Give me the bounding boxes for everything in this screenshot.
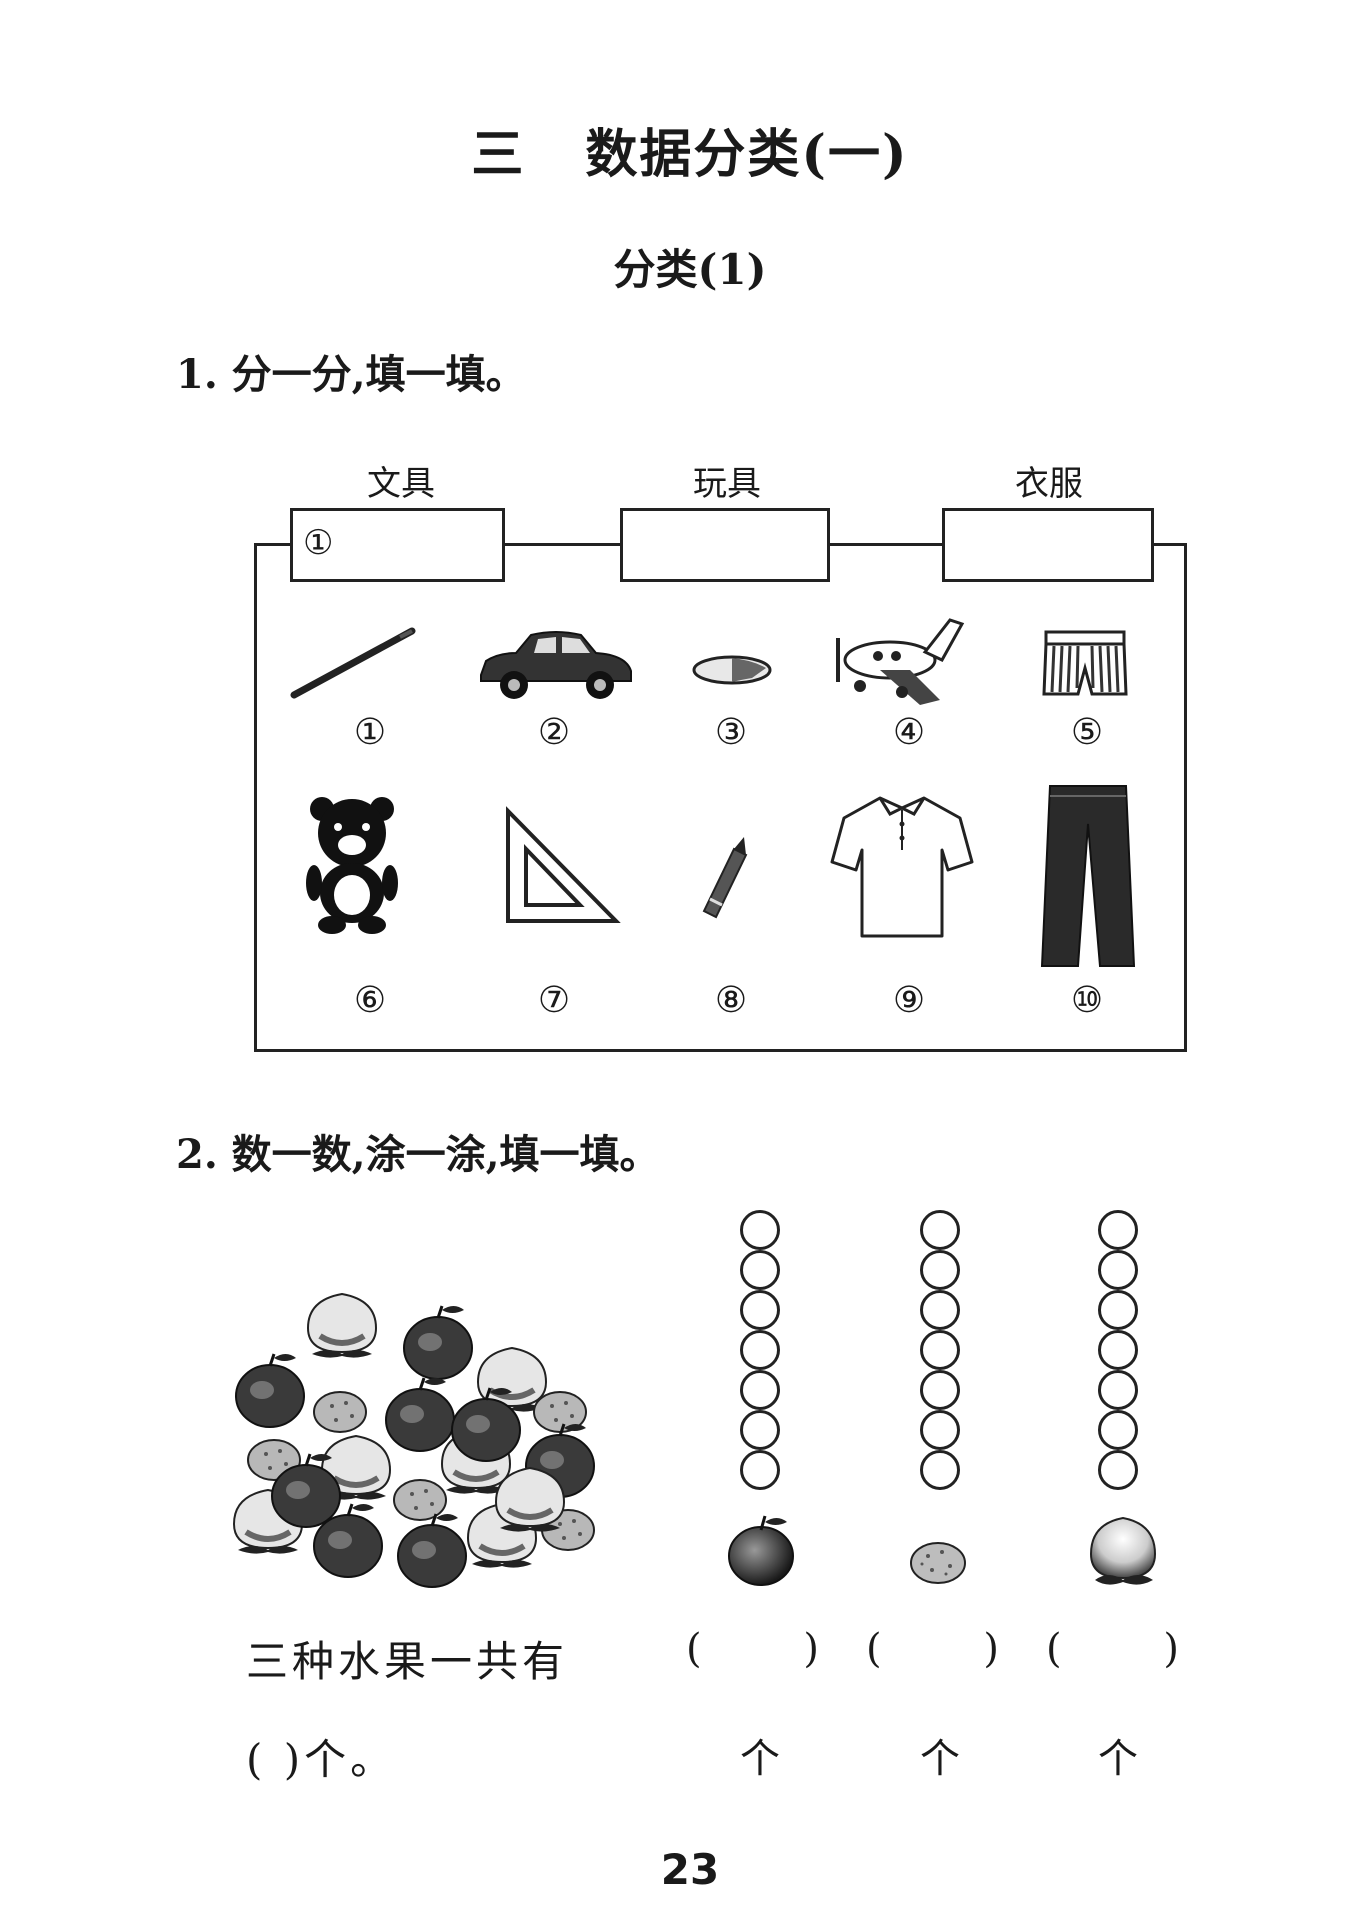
- triangle-ruler-icon: [506, 806, 621, 923]
- trousers-icon: [1040, 785, 1136, 967]
- apple-icon: [403, 1305, 473, 1380]
- page-number: 23: [660, 1845, 720, 1894]
- apple-count-circle[interactable]: [740, 1330, 780, 1370]
- orange-unit: 个: [920, 1736, 960, 1782]
- category-label-stationery: 文具: [367, 464, 435, 504]
- item-number: ⑨: [892, 980, 926, 1021]
- fruit-pile: [232, 1292, 595, 1588]
- apple-unit: 个: [740, 1736, 780, 1782]
- peach-icon: [494, 1466, 566, 1532]
- orange-count-circle[interactable]: [920, 1210, 960, 1250]
- prefilled-answer: ①: [303, 523, 334, 563]
- car-icon: [480, 631, 632, 699]
- peach-count-circle[interactable]: [1098, 1210, 1138, 1250]
- peach-icon: [306, 1292, 378, 1358]
- orange-icon: [910, 1542, 966, 1584]
- apple-count-circle[interactable]: [740, 1410, 780, 1450]
- peach-count-circle[interactable]: [1098, 1370, 1138, 1410]
- shirt-icon: [830, 796, 974, 938]
- airplane-icon: [836, 618, 965, 705]
- apple-count-circle[interactable]: [740, 1250, 780, 1290]
- shorts-icon: [1042, 630, 1128, 696]
- question-1-title: 1. 分一分,填一填。: [176, 351, 526, 398]
- peach-icon: [1089, 1516, 1157, 1585]
- apple-count-blank[interactable]: ( ): [686, 1626, 819, 1672]
- pencil-icon: [290, 627, 416, 699]
- category-label-toys: 玩具: [693, 464, 761, 504]
- teddy-bear-icon: [306, 797, 398, 934]
- orange-count-circle[interactable]: [920, 1330, 960, 1370]
- peach-count-circle[interactable]: [1098, 1330, 1138, 1370]
- apple-count-circle[interactable]: [740, 1450, 780, 1490]
- answer-box-toys[interactable]: [620, 508, 830, 582]
- orange-icon: [313, 1391, 367, 1433]
- orange-count-circle[interactable]: [920, 1450, 960, 1490]
- apple-icon: [235, 1353, 305, 1428]
- peach-count-circle[interactable]: [1098, 1290, 1138, 1330]
- apple-count-circle[interactable]: [740, 1370, 780, 1410]
- item-number: ⑥: [353, 980, 387, 1021]
- answer-box-clothes[interactable]: [942, 508, 1154, 582]
- orange-count-circle[interactable]: [920, 1290, 960, 1330]
- item-number: ⑩: [1070, 980, 1104, 1021]
- question-2-title: 2. 数一数,涂一涂,填一填。: [176, 1131, 660, 1178]
- category-label-clothes: 衣服: [1015, 464, 1083, 504]
- chapter-name: 数据分类(一): [585, 124, 909, 185]
- crayon-icon: [702, 837, 748, 919]
- peach-column: [1098, 1210, 1158, 1530]
- total-question-line1: 三种水果一共有: [246, 1637, 569, 1686]
- apple-count-circle[interactable]: [740, 1290, 780, 1330]
- apple-icon: [451, 1387, 521, 1462]
- chapter-number: 三: [471, 124, 526, 185]
- apple-column: [740, 1210, 800, 1530]
- apple-icon: [385, 1377, 455, 1452]
- answer-box-stationery[interactable]: ①: [290, 508, 505, 582]
- peach-count-circle[interactable]: [1098, 1250, 1138, 1290]
- apple-icon: [728, 1515, 794, 1586]
- item-number: ⑦: [537, 980, 571, 1021]
- peach-unit: 个: [1098, 1736, 1138, 1782]
- item-number: ⑤: [1070, 712, 1104, 753]
- peach-count-circle[interactable]: [1098, 1450, 1138, 1490]
- chapter-title: 三数据分类(一): [0, 112, 1350, 187]
- apple-icon: [313, 1503, 383, 1578]
- orange-count-circle[interactable]: [920, 1370, 960, 1410]
- section-subtitle: 分类(1): [613, 245, 767, 294]
- item-number: ④: [892, 712, 926, 753]
- apple-icon: [271, 1453, 341, 1528]
- orange-count-circle[interactable]: [920, 1410, 960, 1450]
- item-number: ③: [714, 712, 748, 753]
- orange-count-circle[interactable]: [920, 1250, 960, 1290]
- item-number: ①: [353, 712, 387, 753]
- apple-icon: [397, 1513, 467, 1588]
- total-answer-blank[interactable]: ( )个。: [246, 1735, 397, 1784]
- apple-count-circle[interactable]: [740, 1210, 780, 1250]
- orange-count-blank[interactable]: ( ): [866, 1626, 999, 1672]
- peach-count-circle[interactable]: [1098, 1410, 1138, 1450]
- peach-count-blank[interactable]: ( ): [1046, 1626, 1179, 1672]
- eraser-icon: [692, 655, 772, 685]
- item-number: ⑧: [714, 980, 748, 1021]
- orange-icon: [393, 1479, 447, 1521]
- peach-icon: [320, 1434, 392, 1500]
- orange-column: [920, 1210, 980, 1530]
- item-number: ②: [537, 712, 571, 753]
